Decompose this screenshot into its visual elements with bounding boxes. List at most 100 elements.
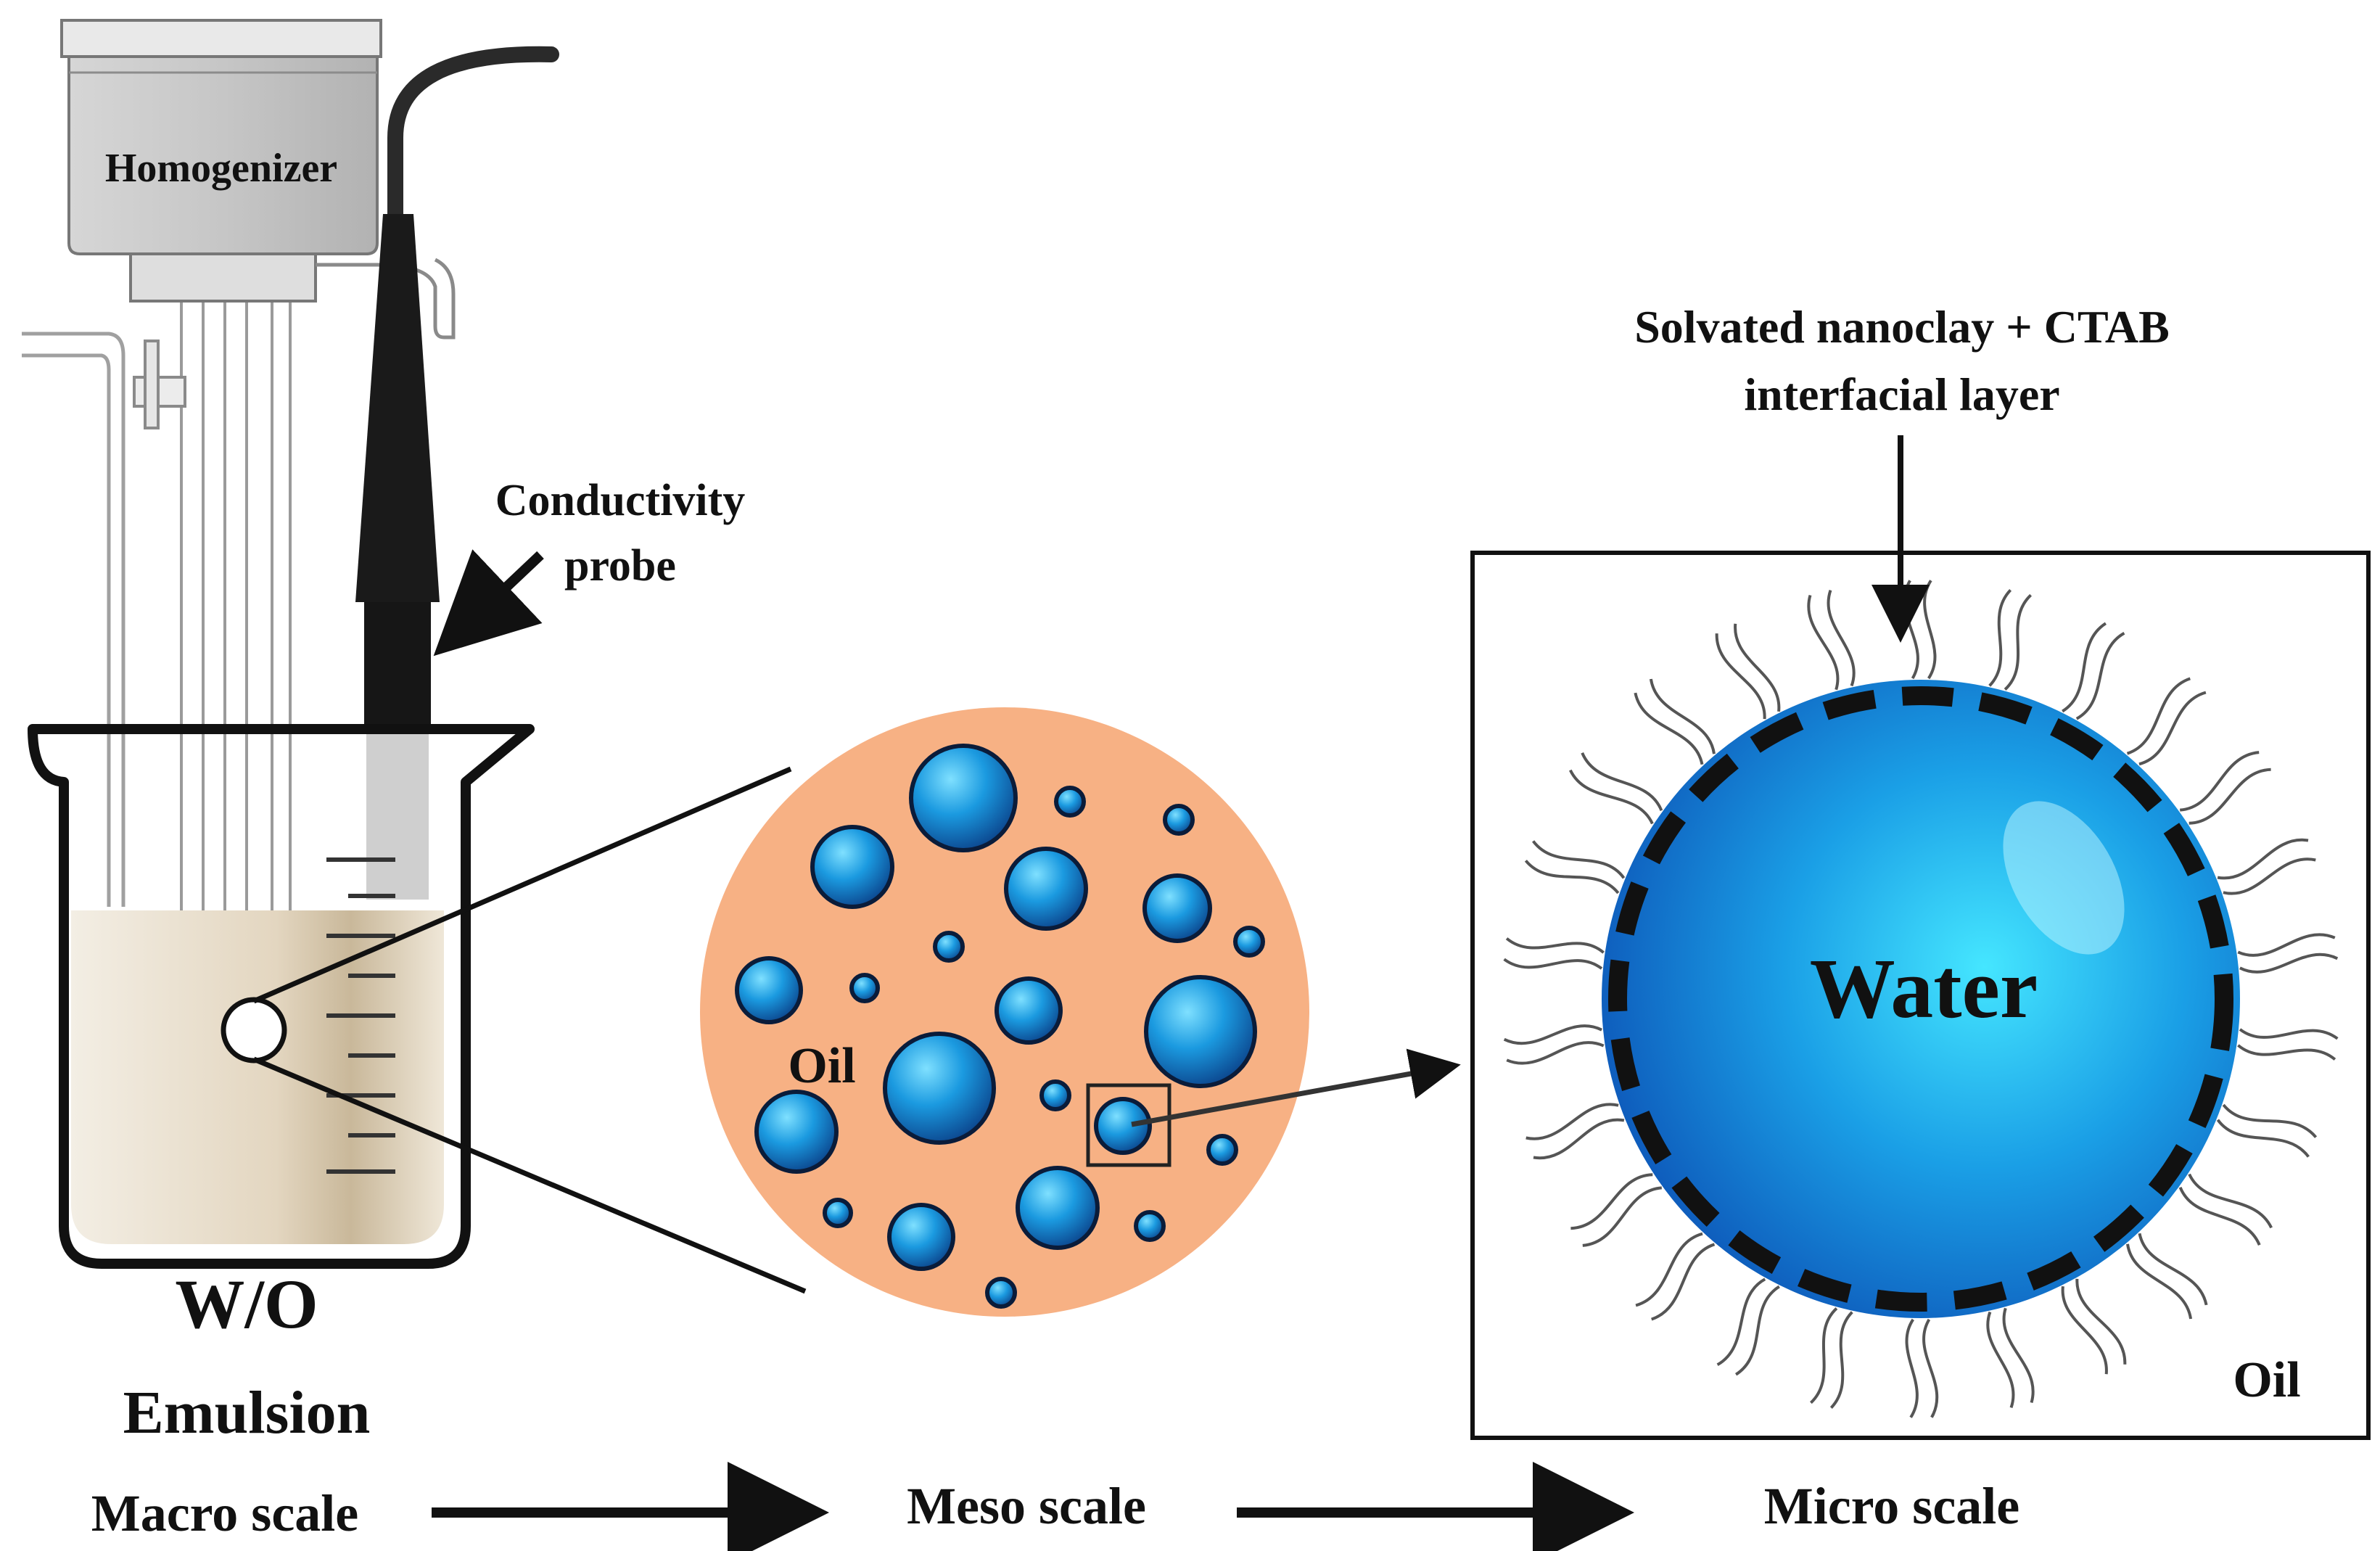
- surfactant-tail: [2002, 1307, 2035, 1404]
- probe-pointer-arrow: [433, 549, 544, 657]
- surfactant-tail: [1503, 958, 1603, 970]
- droplet: [1134, 1210, 1166, 1242]
- surfactant-tail: [1503, 1024, 1602, 1045]
- surfactant-tail: [1807, 594, 1840, 691]
- interfacial-label-line2: interfacial layer: [1744, 369, 2059, 420]
- surfactant-tail: [1715, 633, 1766, 720]
- surfactant-tail: [1829, 1311, 1853, 1409]
- droplet: [1144, 975, 1257, 1088]
- droplet: [1004, 847, 1088, 931]
- surfactant-tail: [1810, 1307, 1838, 1404]
- surfactant-tail: [2188, 768, 2271, 825]
- droplet-zoom-box: [1086, 1083, 1172, 1167]
- surfactant-tail: [2061, 1285, 2108, 1375]
- homogenizer-collar: [129, 252, 317, 303]
- zoom-line-lower: [252, 1056, 807, 1294]
- droplet-highlight: [2003, 801, 2125, 955]
- beaker-outline: [28, 724, 535, 1269]
- probe-label-line2: probe: [564, 541, 676, 591]
- surfactant-tail: [1905, 1318, 1919, 1418]
- droplet: [1163, 804, 1195, 836]
- surfactant-tails: [1503, 580, 2339, 1418]
- surfactant-tail: [1531, 840, 1626, 879]
- surfactant-tail: [1524, 860, 1620, 894]
- surfactant-tail: [1986, 1311, 2015, 1409]
- oil-label-micro: Oil: [2233, 1352, 2300, 1408]
- surfactant-tail: [1506, 1041, 1605, 1065]
- droplet: [1016, 1166, 1100, 1250]
- scale-label-macro: Macro scale: [91, 1484, 359, 1542]
- surfactant-tail: [2178, 1187, 2261, 1246]
- surfactant-tail: [1651, 1243, 1716, 1321]
- micro-scale-panel: Water Oil: [1470, 551, 2371, 1440]
- surfactant-tail: [1827, 589, 1856, 687]
- droplet: [883, 1032, 996, 1145]
- surfactant-tail: [1581, 752, 1663, 811]
- emulsion-label-line2: Emulsion: [123, 1379, 371, 1447]
- surfactant-tail: [2217, 838, 2309, 880]
- zoom-line-upper: [252, 766, 792, 1004]
- surfactant-tail: [2004, 593, 2032, 691]
- droplet: [810, 825, 894, 909]
- surfactant-tail: [2126, 677, 2191, 755]
- scale-label-micro: Micro scale: [1764, 1477, 2020, 1535]
- emulsion-label-line1: W/O: [175, 1265, 318, 1343]
- sample-zoom-circle: [221, 997, 287, 1064]
- probe-label-line1: Conductivity: [495, 476, 745, 525]
- interfacial-label-line1: Solvated nanoclay + CTAB: [1634, 301, 2170, 353]
- homogenizer-body: [67, 55, 379, 255]
- surfactant-tail: [1568, 769, 1654, 825]
- droplet: [849, 973, 880, 1003]
- oil-label-meso: Oil: [788, 1038, 855, 1094]
- surfactant-tail: [1505, 937, 1605, 954]
- droplet: [735, 956, 803, 1024]
- surfactant-tail: [1988, 589, 2012, 687]
- droplet: [887, 1203, 955, 1271]
- surfactant-tail: [2138, 1233, 2208, 1306]
- surfactant-tail: [1533, 1118, 1625, 1160]
- probe-tip-immersed: [366, 725, 429, 900]
- droplet: [1039, 1079, 1071, 1111]
- surfactant-tail: [1525, 1103, 1619, 1140]
- meso-oil-phase: Oil: [700, 707, 1309, 1317]
- beaker: [28, 724, 535, 1269]
- droplet: [1206, 1134, 1238, 1166]
- scale-progression: Macro scale Meso scale Micro scale: [91, 1462, 2020, 1551]
- surfactant-tail: [2239, 1028, 2339, 1040]
- droplet: [985, 1277, 1017, 1309]
- surfactant-tail: [2237, 933, 2336, 957]
- surfactant-tail: [2237, 1044, 2336, 1061]
- surfactant-tail: [1922, 1318, 1939, 1418]
- surfactant-tail: [2180, 751, 2260, 812]
- droplet: [823, 1198, 853, 1228]
- droplet: [909, 744, 1018, 852]
- zoom-arrow-to-micro: [1131, 1048, 1461, 1127]
- surfactant-tail: [2216, 1119, 2310, 1158]
- droplet: [1233, 926, 1265, 958]
- emulsion-liquid: [71, 910, 444, 1244]
- conductivity-probe: [355, 46, 559, 900]
- surfactant-tail: [2075, 631, 2125, 720]
- probe-shaft: [364, 602, 431, 725]
- homogenizer-shafts: [180, 301, 292, 914]
- surfactant-tail: [2126, 1243, 2193, 1320]
- water-label: Water: [1810, 941, 2038, 1036]
- surfactant-tail: [2062, 622, 2107, 713]
- droplet: [754, 1090, 839, 1174]
- homogenizer-apparatus: Homogenizer: [22, 19, 456, 914]
- droplet: [1054, 786, 1086, 818]
- interfacial-layer: [1608, 686, 2233, 1312]
- probe-handle: [355, 214, 440, 602]
- surfactant-tail: [2239, 953, 2339, 974]
- surfactant-tail: [2223, 857, 2316, 895]
- droplet: [1142, 873, 1212, 943]
- surfactant-tail: [1734, 623, 1781, 712]
- surfactant-tail: [1735, 1285, 1780, 1376]
- droplet: [995, 976, 1063, 1045]
- droplet: [1094, 1097, 1152, 1155]
- surfactant-tail: [2188, 1173, 2273, 1229]
- surfactant-tail: [1570, 1173, 1653, 1230]
- scale-label-meso: Meso scale: [907, 1477, 1146, 1535]
- surfactant-tail: [1634, 692, 1704, 765]
